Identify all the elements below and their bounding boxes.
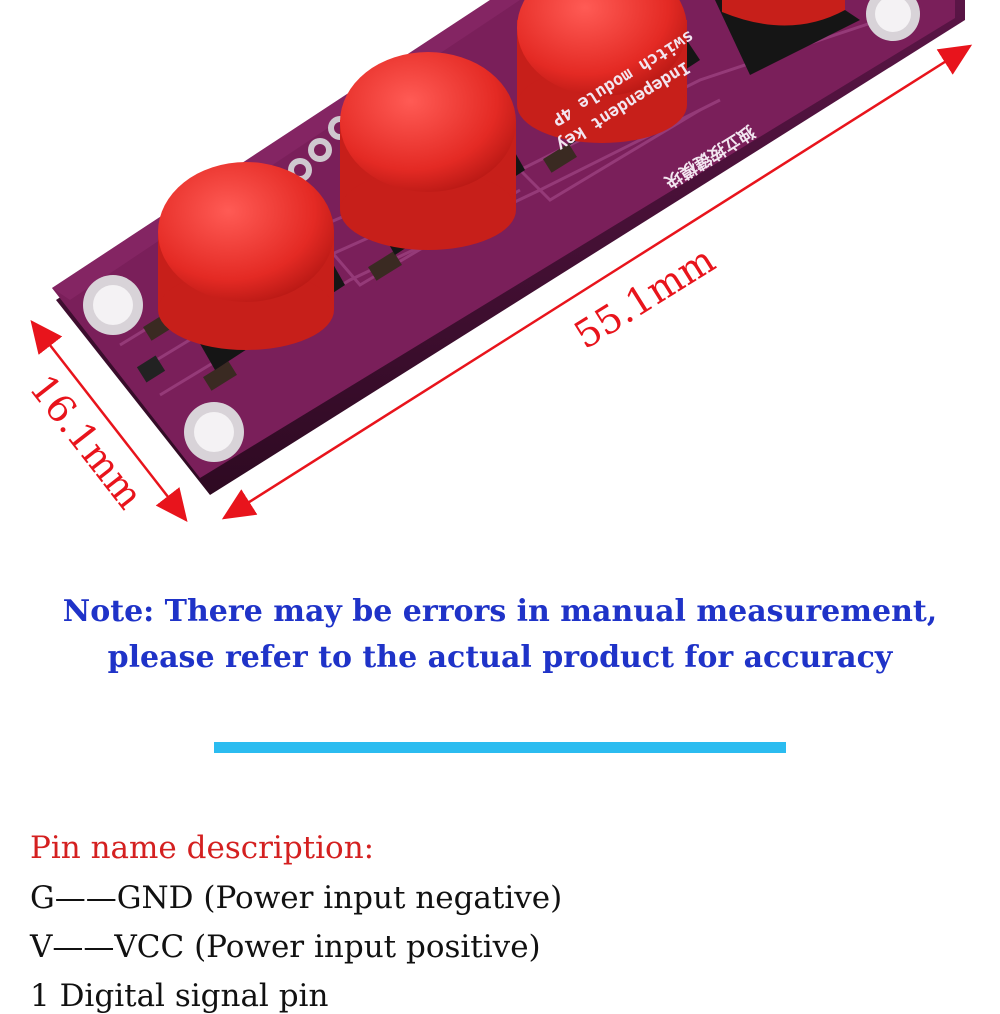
pin-row-signal: 1 Digital signal pin bbox=[30, 978, 329, 1014]
pin-description-heading: Pin name description: bbox=[30, 830, 375, 866]
mounting-hole bbox=[866, 0, 920, 41]
mounting-hole bbox=[83, 275, 143, 335]
note-line-1: Note: There may be errors in manual meas… bbox=[62, 594, 938, 629]
pcb-board: Independent key switch module 4P 独立按键模块 bbox=[52, 0, 965, 495]
divider-bar bbox=[214, 742, 786, 753]
note-line-2: please refer to the actual product for a… bbox=[107, 640, 893, 675]
pin-row-gnd: G——GND (Power input negative) bbox=[30, 880, 563, 916]
button-cap[interactable] bbox=[722, 0, 845, 26]
button-cap[interactable] bbox=[158, 162, 334, 350]
pin-row-vcc: V——VCC (Power input positive) bbox=[30, 929, 541, 965]
product-photo: Independent key switch module 4P 独立按键模块 … bbox=[21, 0, 973, 522]
button-cap[interactable] bbox=[340, 52, 516, 250]
mounting-hole bbox=[184, 402, 244, 462]
